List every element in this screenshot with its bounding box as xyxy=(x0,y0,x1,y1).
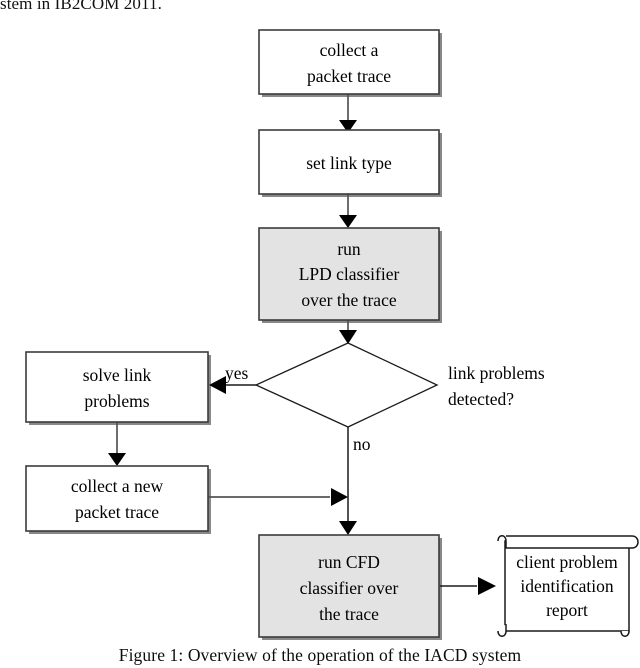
arrowhead-down-3 xyxy=(339,330,357,344)
arrowhead-down-1 xyxy=(339,120,357,133)
arrowhead-down-2 xyxy=(339,215,357,228)
node-solve-link-problems[interactable]: solve link problems xyxy=(25,351,209,423)
node-collect-packet-trace[interactable]: collect a packet trace xyxy=(258,29,440,95)
node-set-link-type[interactable]: set link type xyxy=(258,129,440,195)
node-run-lpd-classifier-line3: over the trace xyxy=(301,290,396,310)
node-collect-packet-trace-line1: collect a xyxy=(320,40,379,60)
node-collect-new-packet-trace[interactable]: collect a new packet trace xyxy=(25,465,209,532)
node-set-link-type-line1: set link type xyxy=(306,153,392,173)
node-collect-new-packet-trace-line1: collect a new xyxy=(71,476,164,496)
node-solve-link-problems-line1: solve link xyxy=(83,365,152,385)
node-collect-packet-trace-line2: packet trace xyxy=(307,66,391,86)
cut-body-text: stem in IB2COM 2011. xyxy=(0,0,162,13)
decision-label-line1: link problems xyxy=(448,363,545,383)
figure-caption: Figure 1: Overview of the operation of t… xyxy=(118,645,522,665)
flowchart-svg: collect a packet trace set link type run… xyxy=(25,29,639,640)
arrowhead-down-no xyxy=(339,521,357,535)
node-run-lpd-classifier[interactable]: run LPD classifier over the trace xyxy=(258,227,440,321)
node-client-problem-report-line3: report xyxy=(546,600,588,620)
arrowhead-right-join xyxy=(331,488,348,506)
node-client-problem-report[interactable]: client problem identification report xyxy=(497,535,639,637)
node-run-cfd-classifier[interactable]: run CFD classifier over the trace xyxy=(258,534,440,638)
node-decision-link-problems[interactable]: link problems detected? xyxy=(254,342,545,428)
arrowhead-right-report xyxy=(478,577,496,595)
arrowhead-left-yes xyxy=(209,376,226,394)
node-run-cfd-classifier-line3: the trace xyxy=(319,604,379,624)
arrowhead-down-4 xyxy=(108,453,126,466)
node-run-cfd-classifier-line1: run CFD xyxy=(318,552,380,572)
edge-label-yes: yes xyxy=(225,363,249,383)
node-run-lpd-classifier-line2: LPD classifier xyxy=(299,264,400,284)
edge-label-no: no xyxy=(353,434,371,454)
node-run-cfd-classifier-line2: classifier over xyxy=(300,578,399,598)
node-run-lpd-classifier-line1: run xyxy=(337,239,361,259)
node-client-problem-report-line2: identification xyxy=(520,576,614,596)
node-client-problem-report-line1: client problem xyxy=(516,552,618,572)
connector-lines xyxy=(108,94,496,595)
node-solve-link-problems-line2: problems xyxy=(84,391,149,411)
node-collect-new-packet-trace-line2: packet trace xyxy=(75,502,159,522)
decision-label-line2: detected? xyxy=(448,389,514,409)
